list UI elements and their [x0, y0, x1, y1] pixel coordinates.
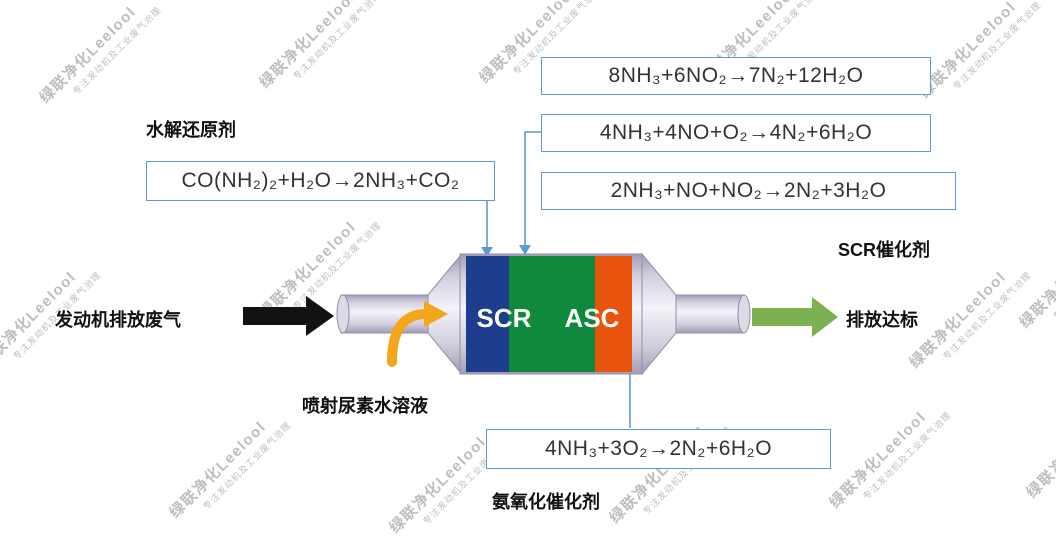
converter-outlet-cone	[641, 252, 677, 376]
emission-standard-label: 排放达标	[846, 310, 918, 330]
equation-text: 2NH₃+NO+NO₂→2N₂+3H₂O	[610, 179, 887, 202]
equation-box-urea-hydrolysis: CO(NH₂)₂+H₂O→2NH₃+CO₂	[146, 161, 495, 201]
pipe-outlet-opening	[737, 294, 751, 334]
equation-box-fast-scr: 2NH₃+NO+NO₂→2N₂+3H₂O	[541, 172, 956, 210]
equation-text: 4NH₃+3O₂→2N₂+6H₂O	[544, 437, 773, 460]
equation-box-ammonia-oxidation: 4NH₃+3O₂→2N₂+6H₂O	[486, 429, 831, 469]
converter-blue-section	[466, 256, 509, 372]
exhaust-pipe-right	[675, 294, 745, 334]
ammonia-oxidation-catalyst-label: 氨氧化催化剂	[492, 492, 600, 512]
hydrolysis-agent-label: 水解还原剂	[146, 120, 236, 140]
urea-injection-arrowhead	[424, 301, 448, 327]
engine-exhaust-label: 发动机排放废气	[55, 310, 181, 330]
scr-section	[509, 256, 595, 372]
asc-section-label: ASC	[565, 303, 620, 333]
asc-section	[595, 256, 632, 372]
connector-arrowhead	[481, 247, 493, 257]
connector-lines	[486, 131, 631, 428]
scr-section-label: SCR	[477, 303, 532, 333]
connector-scr-equations-to-converter	[524, 131, 541, 246]
equation-box-no2-reduction: 8NH₃+6NO₂→7N₂+12H₂O	[541, 57, 931, 95]
equation-text: CO(NH₂)₂+H₂O→2NH₃+CO₂	[181, 169, 460, 192]
connector-arrowhead	[519, 245, 531, 255]
pipe-inlet-opening	[336, 294, 350, 334]
equation-text: 8NH₃+6NO₂→7N₂+12H₂O	[608, 64, 864, 87]
urea-injection-arrow	[387, 309, 431, 367]
equation-text: 4NH₃+4NO+O₂→4N₂+6H₂O	[599, 121, 873, 144]
scr-catalyst-label: SCR催化剂	[838, 240, 931, 260]
urea-injection-label: 喷射尿素水溶液	[302, 396, 428, 416]
equation-box-standard-scr: 4NH₃+4NO+O₂→4N₂+6H₂O	[541, 114, 931, 152]
clean-exhaust-arrow	[752, 297, 838, 337]
exhaust-inlet-arrow	[243, 296, 334, 336]
